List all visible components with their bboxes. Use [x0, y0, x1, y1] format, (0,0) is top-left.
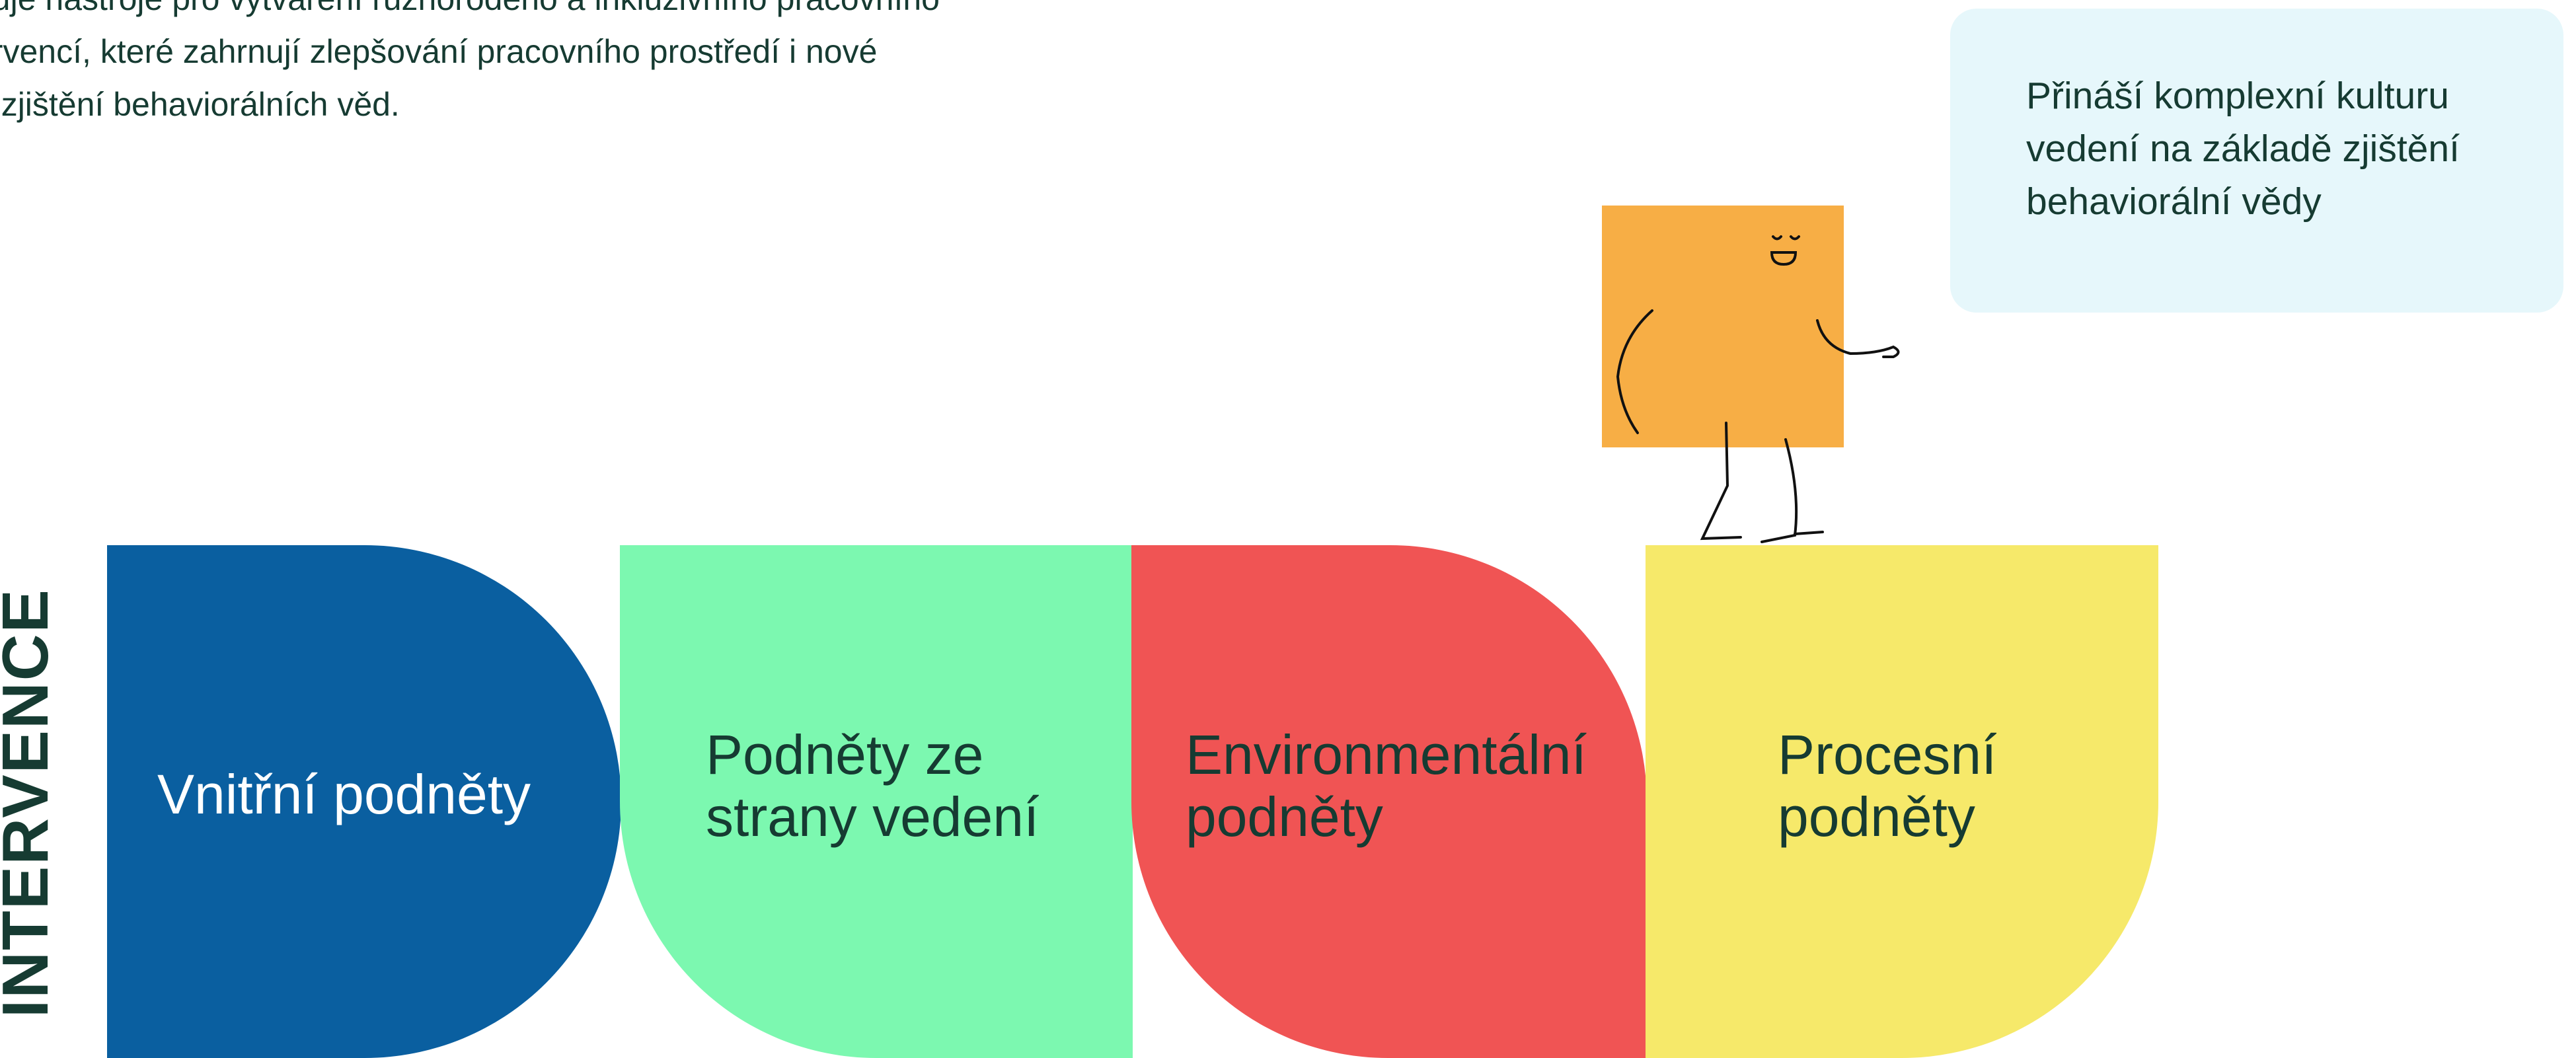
segment-procesni-podnety: Procesní podněty [1646, 545, 2158, 1058]
character-left-arm [1616, 309, 1653, 434]
intro-text: nuje nástroje pro vytváření různorodého … [0, 0, 1150, 131]
character-right-arm [1816, 319, 1900, 358]
character-right-eye [1790, 235, 1800, 241]
segment-1-label: Vnitřní podněty [157, 763, 531, 825]
intro-line-2: ervencí, které zahrnují zlepšování praco… [0, 33, 878, 70]
callout-line-3: behaviorální vědy [2026, 180, 2322, 223]
segment-2-label: Podněty ze strany vedení [706, 724, 1040, 848]
intro-line-3: ě zjištění behaviorálních věd. [0, 86, 400, 123]
callout-box: Přináší komplexní kulturu vedení na zákl… [1950, 9, 2563, 313]
intro-line-1: nuje nástroje pro vytváření různorodého … [0, 0, 1150, 25]
character-body [1602, 206, 1844, 447]
segment-podnety-ze-strany-vedeni: Podněty ze strany vedení [620, 545, 1133, 1058]
segment-3-label: Environmentální podněty [1186, 724, 1587, 848]
character-right-leg [1761, 438, 1824, 543]
segment-vnitrni-podnety: Vnitřní podněty [107, 545, 621, 1058]
character-left-leg [1700, 422, 1742, 541]
segment-environmentalni-podnety: Environmentální podněty [1131, 545, 1647, 1058]
character-mouth [1770, 251, 1798, 266]
walking-square-character-icon [1602, 206, 1900, 543]
callout-line-2: vedení na základě zjištění [2026, 128, 2460, 170]
callout-line-1: Přináší komplexní kulturu [2026, 75, 2449, 117]
intervence-side-label: INTERVENCE [0, 588, 61, 1018]
character-left-eye [1772, 235, 1782, 241]
segment-4-label: Procesní podněty [1778, 724, 1997, 848]
